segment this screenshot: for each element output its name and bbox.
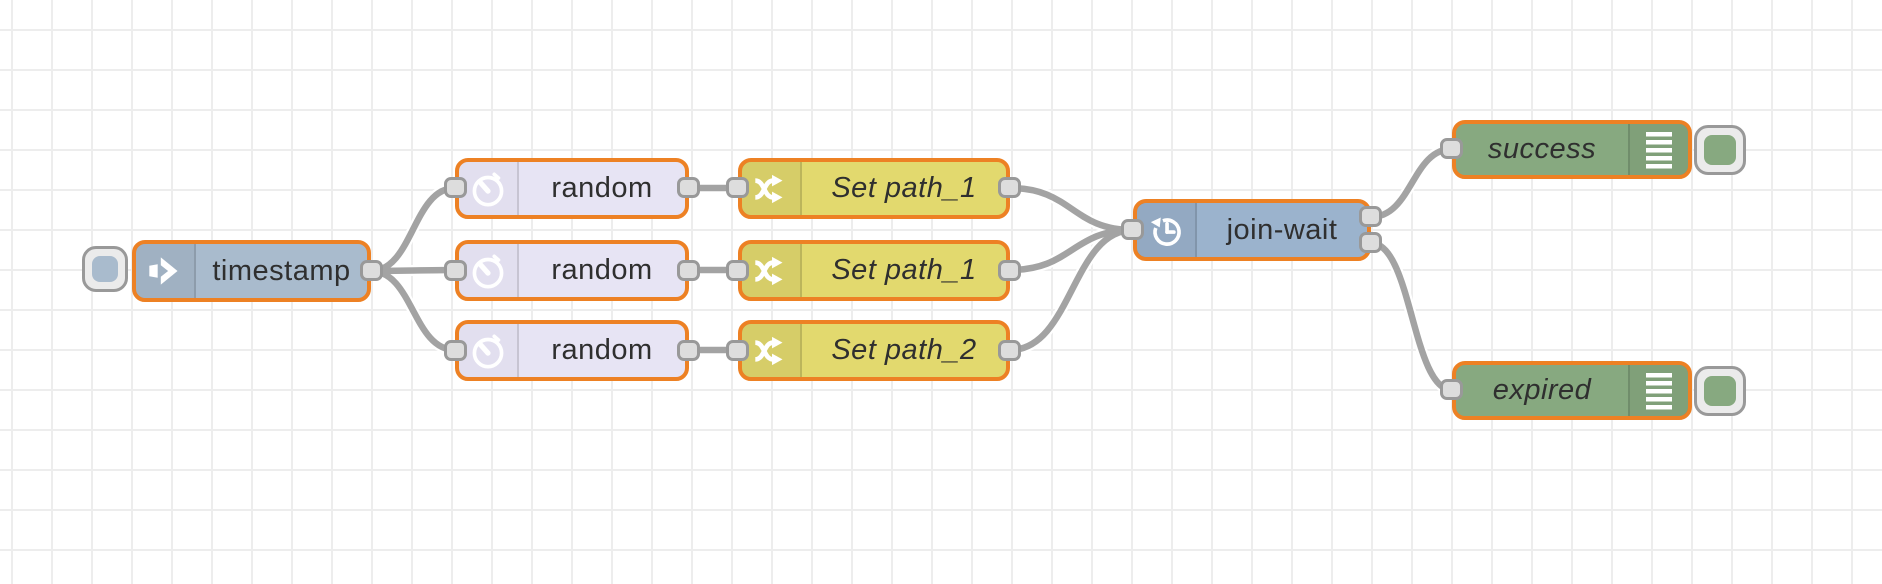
node-label: expired xyxy=(1492,374,1592,406)
node-label: random xyxy=(551,334,653,366)
stopwatch-icon xyxy=(459,324,519,377)
clock-rotate-icon xyxy=(1137,203,1197,257)
node-timestamp[interactable]: timestamp xyxy=(132,240,371,302)
port-out-timestamp[interactable] xyxy=(360,260,383,281)
stopwatch-icon xyxy=(459,162,519,215)
port-out-random-1[interactable] xyxy=(677,177,700,198)
port-in-set-path-1a[interactable] xyxy=(726,177,749,198)
inject-button-fill xyxy=(92,256,118,282)
port-in-random-2[interactable] xyxy=(444,260,467,281)
wire-timestamp-random3[interactable] xyxy=(367,267,459,354)
inject-arrow-icon xyxy=(136,244,196,298)
port-in-success[interactable] xyxy=(1440,138,1463,159)
debug-lines-icon xyxy=(1628,124,1688,175)
node-label: random xyxy=(551,254,653,286)
node-random-1[interactable]: random xyxy=(455,158,689,219)
node-join-wait[interactable]: join-wait xyxy=(1133,199,1371,261)
node-label: Set path_1 xyxy=(831,172,977,204)
node-label: Set path_2 xyxy=(831,334,977,366)
node-label: join-wait xyxy=(1226,213,1338,246)
port-out-set-path-2[interactable] xyxy=(998,340,1021,361)
port-out-set-path-1b[interactable] xyxy=(998,260,1021,281)
node-label: timestamp xyxy=(212,254,351,287)
node-success[interactable]: success xyxy=(1452,120,1692,179)
wire-joinwait-success[interactable] xyxy=(1367,145,1456,221)
shuffle-icon xyxy=(742,162,802,215)
port-in-set-path-1b[interactable] xyxy=(726,260,749,281)
port-out-set-path-1a[interactable] xyxy=(998,177,1021,198)
debug-button-fill xyxy=(1704,135,1736,165)
port-in-join-wait[interactable] xyxy=(1121,219,1144,240)
node-set-path-2[interactable]: Set path_2 xyxy=(738,320,1010,381)
wire-strokes xyxy=(367,145,1456,394)
shuffle-icon xyxy=(742,324,802,377)
node-label: random xyxy=(551,172,653,204)
inject-trigger-button[interactable] xyxy=(82,246,128,292)
port-in-expired[interactable] xyxy=(1440,379,1463,400)
port-out1-join-wait[interactable] xyxy=(1359,206,1382,227)
port-in-random-1[interactable] xyxy=(444,177,467,198)
node-label: Set path_1 xyxy=(831,254,977,286)
port-in-set-path-2[interactable] xyxy=(726,340,749,361)
debug-button-fill xyxy=(1704,376,1736,406)
debug-lines-icon xyxy=(1628,365,1688,416)
node-label: success xyxy=(1487,133,1597,165)
shuffle-icon xyxy=(742,244,802,297)
node-random-3[interactable]: random xyxy=(455,320,689,381)
stopwatch-icon xyxy=(459,244,519,297)
wire-joinwait-expired[interactable] xyxy=(1367,239,1456,394)
debug-toggle-button-success[interactable] xyxy=(1694,125,1746,175)
node-expired[interactable]: expired xyxy=(1452,361,1692,420)
node-set-path-1b[interactable]: Set path_1 xyxy=(738,240,1010,301)
node-random-2[interactable]: random xyxy=(455,240,689,301)
wire-setpath2-joinwait[interactable] xyxy=(1006,226,1137,354)
debug-toggle-button-expired[interactable] xyxy=(1694,366,1746,416)
port-out2-join-wait[interactable] xyxy=(1359,232,1382,253)
wire-timestamp-random1[interactable] xyxy=(367,184,459,275)
port-in-random-3[interactable] xyxy=(444,340,467,361)
port-out-random-3[interactable] xyxy=(677,340,700,361)
port-out-random-2[interactable] xyxy=(677,260,700,281)
node-set-path-1a[interactable]: Set path_1 xyxy=(738,158,1010,219)
